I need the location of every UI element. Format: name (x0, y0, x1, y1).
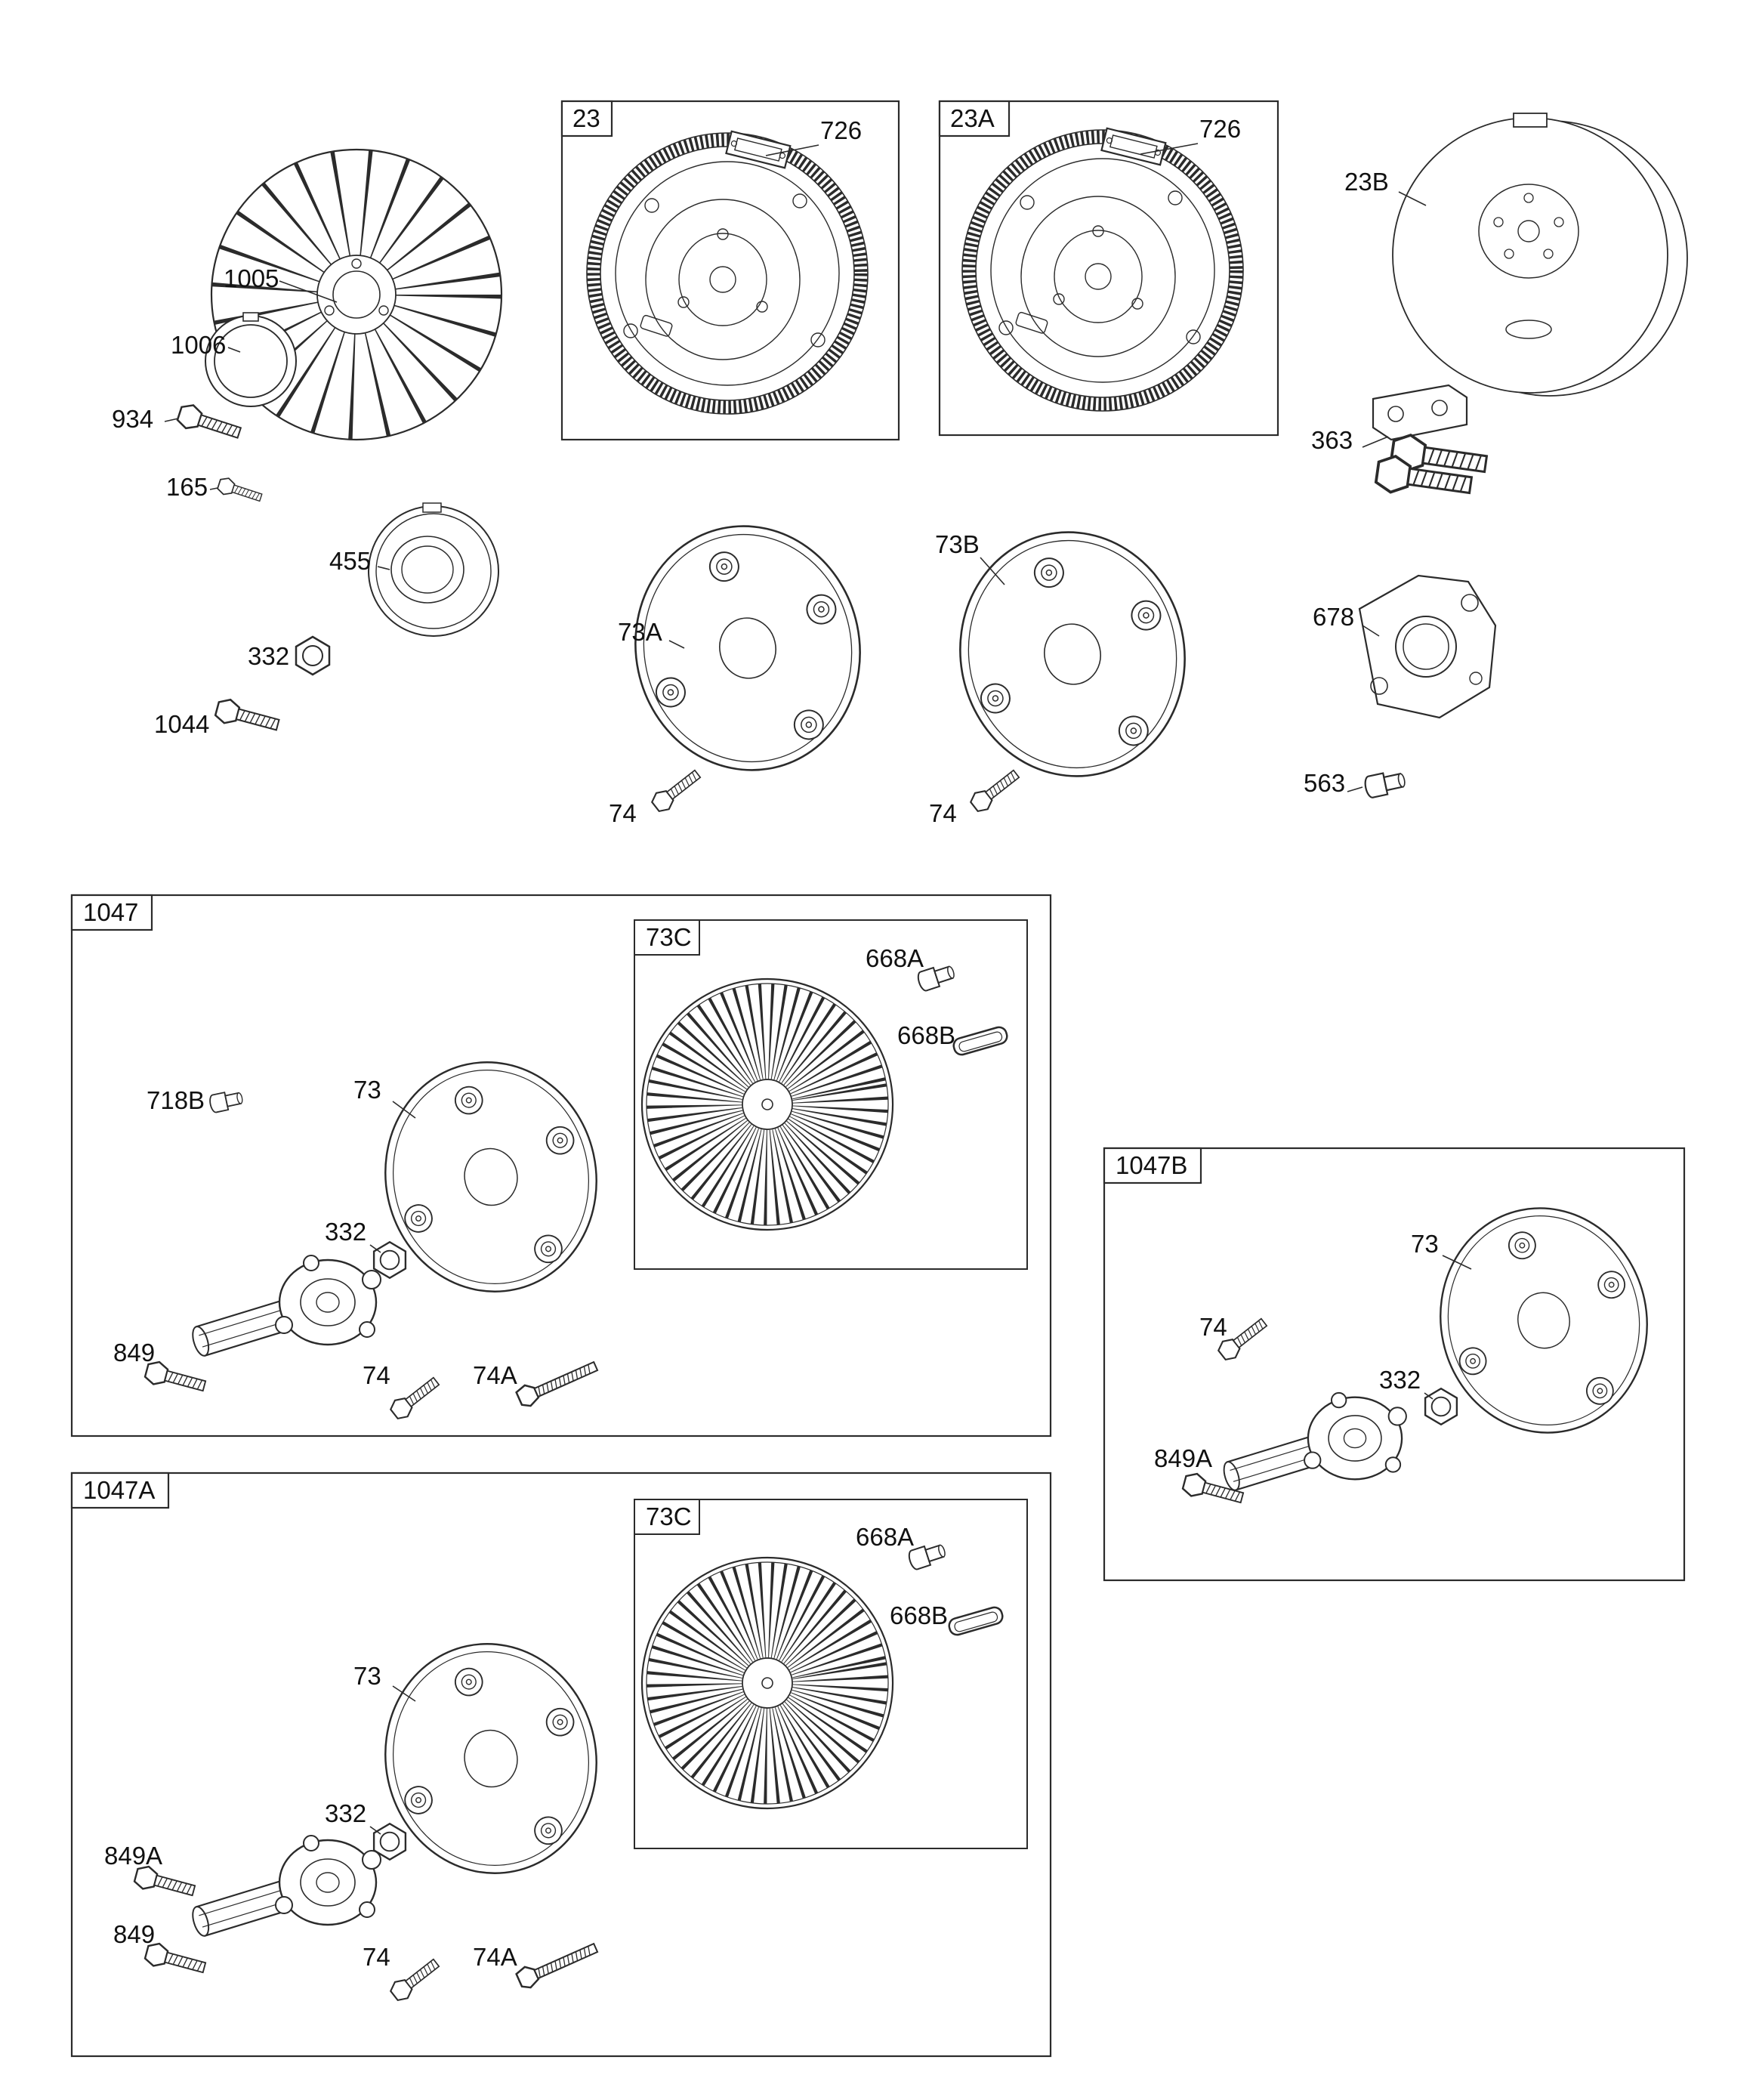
part-label-718b: 718B (147, 1086, 205, 1114)
part-label-1044: 1044 (154, 710, 209, 738)
part-label-1006: 1006 (171, 331, 226, 359)
part-label-23b: 23B (1344, 168, 1389, 196)
screw-74-under-73b (967, 764, 1023, 816)
part-label-74-box1047b: 74 (1199, 1313, 1227, 1341)
screw-934 (174, 400, 244, 446)
part-label-74a-box1047a: 74A (473, 1943, 517, 1971)
screw-74-box1047 (387, 1372, 443, 1423)
box-label-73c-lower: 73C (646, 1502, 692, 1530)
leader-lines (164, 143, 1472, 1835)
part-label-726-box23: 726 (820, 116, 862, 144)
part-label-668b-upper: 668B (897, 1021, 955, 1049)
screw-165 (215, 475, 264, 507)
flywheel-23a (962, 128, 1243, 411)
screw-849a-box1047a (132, 1863, 198, 1903)
part-label-74-box1047a: 74 (363, 1943, 390, 1971)
clutch-box1047 (187, 1254, 382, 1363)
clutch-box1047a (187, 1834, 382, 1944)
part-label-849-box1047: 849 (113, 1339, 155, 1367)
part-label-668a-upper: 668A (866, 944, 924, 972)
nut-332-box1047 (372, 1241, 407, 1279)
box-label-1047b: 1047B (1116, 1151, 1187, 1179)
flywheel-23 (587, 131, 868, 414)
part-label-73-box1047a: 73 (353, 1662, 381, 1690)
plug-563 (1363, 768, 1408, 800)
key-668b-lower (946, 1604, 1005, 1638)
part-label-332-top: 332 (248, 642, 289, 670)
part-label-332-box1047b: 332 (1379, 1366, 1421, 1394)
callout-box-73c-lower: 73C (634, 1499, 1028, 1849)
part-label-332-box1047a: 332 (325, 1799, 366, 1827)
screw-74-under-73a (648, 764, 705, 816)
callout-box-1047a: 1047A (70, 1472, 1052, 2058)
part-label-363: 363 (1311, 426, 1353, 454)
part-label-73-box1047b: 73 (1411, 1230, 1439, 1258)
bracket-363 (1372, 384, 1468, 441)
part-label-668b-lower: 668B (890, 1601, 948, 1629)
callout-box-1047: 1047 (70, 894, 1052, 1438)
flywheel-23b (1392, 113, 1688, 397)
fan-73c-upper (622, 959, 913, 1250)
callout-box-1047b: 1047B (1103, 1147, 1686, 1582)
box-label-23: 23 (572, 104, 600, 132)
screw-74-box1047a (387, 1953, 443, 2005)
box-label-23a: 23A (950, 104, 995, 132)
part-label-74a-box1047: 74A (473, 1361, 517, 1389)
part-label-726-box23a: 726 (1199, 115, 1241, 143)
part-label-74-under-73b: 74 (929, 799, 957, 827)
part-label-849-box1047a: 849 (113, 1920, 155, 1948)
part-label-73b: 73B (935, 530, 980, 558)
part-label-73a: 73A (618, 618, 662, 646)
fan-73c-lower (622, 1538, 913, 1829)
screw-74a-box1047 (514, 1354, 601, 1410)
callout-box-23: 23 (560, 100, 900, 441)
part-labels: 1005 1006 934 165 726 726 23B 363 455 33… (104, 115, 1439, 1971)
part-label-849a-box1047a: 849A (104, 1842, 162, 1870)
part-label-165: 165 (166, 473, 208, 501)
part-label-74-under-73a: 74 (609, 799, 637, 827)
part-label-849a-box1047b: 849A (1154, 1444, 1212, 1472)
part-label-74-box1047: 74 (363, 1361, 390, 1389)
bracket-678 (1358, 574, 1497, 719)
box-label-1047a: 1047A (83, 1476, 155, 1504)
clutch-box1047b (1218, 1391, 1408, 1497)
nut-332-top (295, 635, 331, 676)
screw-74a-box1047a (514, 1936, 601, 1992)
key-668b-upper (951, 1024, 1010, 1058)
screen-73a (613, 505, 883, 791)
box-label-1047: 1047 (83, 898, 138, 926)
part-label-73-box1047: 73 (353, 1076, 381, 1104)
plug-718b (208, 1088, 245, 1114)
box-label-73c-upper: 73C (646, 923, 692, 951)
nut-332-box1047b (1424, 1388, 1458, 1425)
part-label-455: 455 (329, 547, 371, 575)
part-label-563: 563 (1304, 769, 1345, 797)
part-label-332-box1047: 332 (325, 1218, 366, 1246)
part-label-668a-lower: 668A (856, 1523, 914, 1551)
callout-box-73c-upper: 73C (634, 919, 1028, 1270)
part-label-934: 934 (112, 405, 153, 433)
part-label-678: 678 (1313, 603, 1354, 631)
screw-1044 (213, 696, 282, 738)
part-label-1005: 1005 (224, 264, 279, 292)
callout-box-23a: 23A (938, 100, 1279, 437)
